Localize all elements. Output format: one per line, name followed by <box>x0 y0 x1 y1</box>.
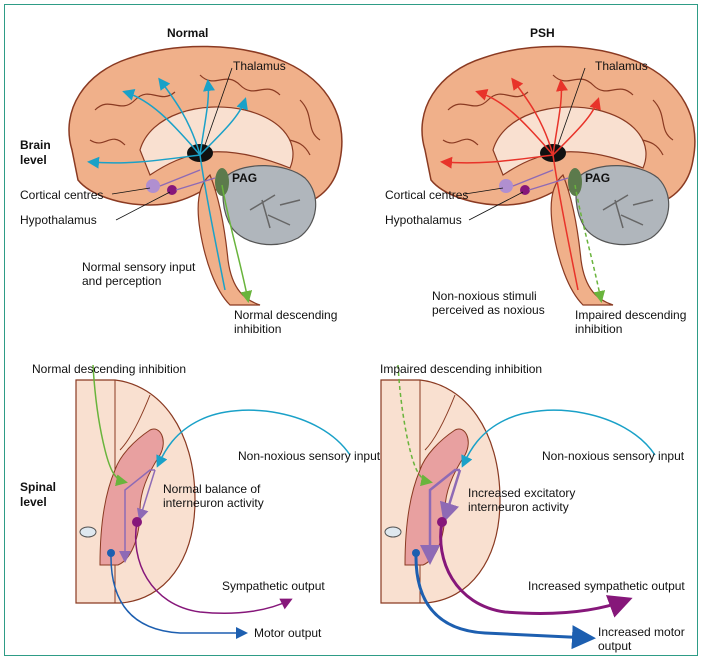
interneuron-label-psh-1: Increased excitatory <box>468 486 575 500</box>
spinal-inhibition-label-normal: Normal descending inhibition <box>32 362 186 376</box>
interneuron-label-psh-2: interneuron activity <box>468 500 569 514</box>
interneuron-label-normal-2: interneuron activity <box>163 496 264 510</box>
sympathetic-label-normal: Sympathetic output <box>222 579 325 593</box>
sensory-label-psh-2: perceived as noxious <box>432 303 545 317</box>
motor-label-normal: Motor output <box>254 626 321 640</box>
cortical-centre-node <box>146 179 160 193</box>
brain-psh <box>422 46 695 305</box>
interneuron-label-normal-1: Normal balance of <box>163 482 260 496</box>
spinal-inhibition-label-psh: Impaired descending inhibition <box>380 362 542 376</box>
heading-psh: PSH <box>530 26 555 40</box>
spinal-sensory-label-psh: Non-noxious sensory input <box>542 449 684 463</box>
sensory-label-normal-2: and perception <box>82 274 161 288</box>
brain-level-label-2: level <box>20 153 47 167</box>
hypothalamus-node <box>167 185 177 195</box>
thalamus-label-psh: Thalamus <box>595 59 648 73</box>
descending-label-normal-1: Normal descending <box>234 308 337 322</box>
pag-label-psh: PAG <box>585 171 610 185</box>
spinal-sensory-label-normal: Non-noxious sensory input <box>238 449 380 463</box>
brain-level-label-1: Brain <box>20 138 51 152</box>
sympathetic-label-psh: Increased sympathetic output <box>528 579 685 593</box>
thalamus-label-normal: Thalamus <box>233 59 286 73</box>
spinal-level-label-1: Spinal <box>20 480 56 494</box>
cortical-label-psh: Cortical centres <box>385 188 468 202</box>
hypothalamus-label-normal: Hypothalamus <box>20 213 97 227</box>
hypothalamus-label-psh: Hypothalamus <box>385 213 462 227</box>
motor-label-psh-2: output <box>598 639 631 653</box>
descending-label-psh-1: Impaired descending <box>575 308 686 322</box>
pag-label-normal: PAG <box>232 171 257 185</box>
central-canal <box>80 527 96 537</box>
sensory-label-psh-1: Non-noxious stimuli <box>432 289 537 303</box>
motor-label-psh-1: Increased motor <box>598 625 685 639</box>
descending-label-normal-2: inhibition <box>234 322 281 336</box>
cortical-label-normal: Cortical centres <box>20 188 103 202</box>
heading-normal: Normal <box>167 26 208 40</box>
descending-label-psh-2: inhibition <box>575 322 622 336</box>
spinal-level-label-2: level <box>20 495 47 509</box>
sensory-label-normal-1: Normal sensory input <box>82 260 195 274</box>
pag-region <box>215 168 229 196</box>
